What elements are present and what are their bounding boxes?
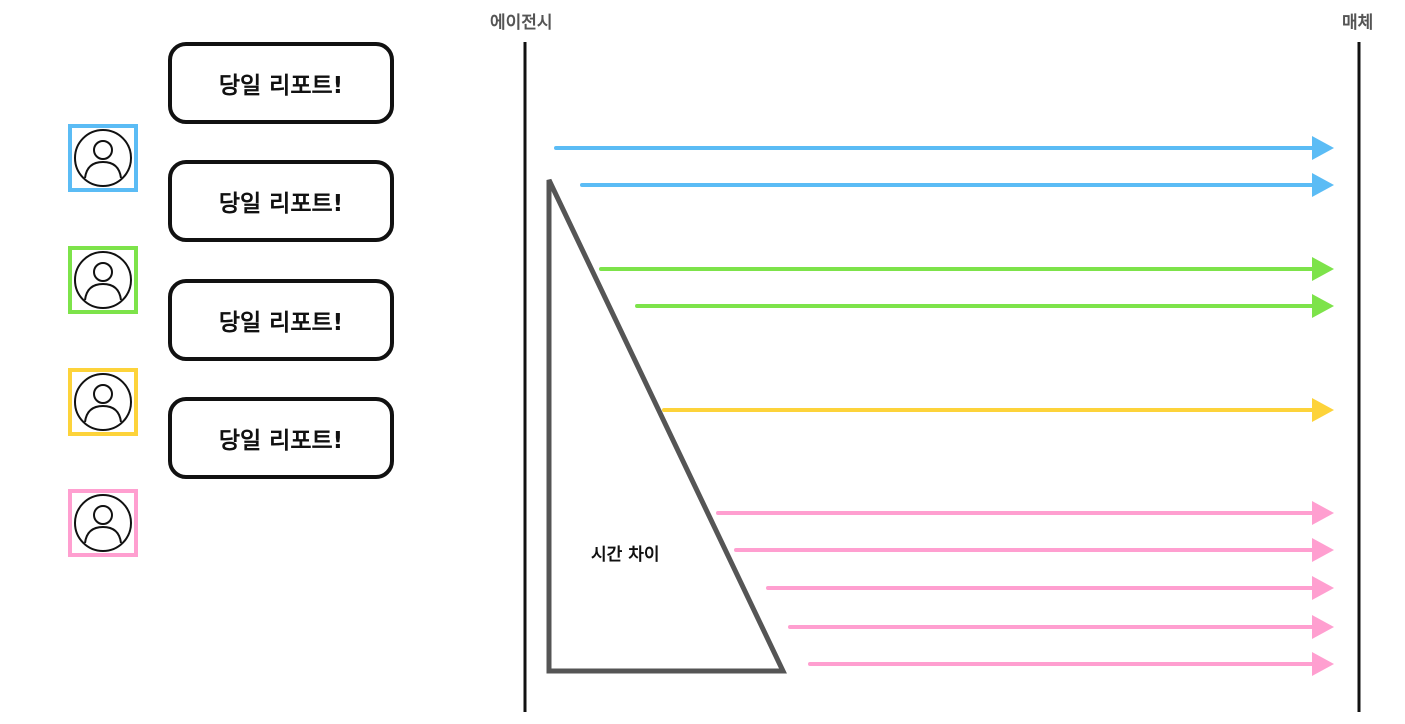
user-icon [74, 494, 132, 552]
arrow-head [1312, 257, 1334, 281]
user-icon [74, 373, 132, 431]
arrow-head [1312, 615, 1334, 639]
time-difference-label: 시간 차이 [591, 545, 660, 565]
report-bubble: 당일 리포트! [168, 279, 394, 361]
report-bubble: 당일 리포트! [168, 160, 394, 242]
arrow-head [1312, 294, 1334, 318]
user-avatar [68, 246, 138, 314]
arrow-head [1312, 398, 1334, 422]
arrow-head [1312, 173, 1334, 197]
arrow-head [1312, 576, 1334, 600]
report-bubble: 당일 리포트! [168, 397, 394, 479]
arrow-head [1312, 501, 1334, 525]
user-icon [74, 129, 132, 187]
agency-label: 에이전시 [490, 13, 553, 33]
user-avatar [68, 124, 138, 192]
user-avatar [68, 368, 138, 436]
time-difference-triangle [546, 178, 787, 674]
arrow-head [1312, 652, 1334, 676]
user-avatar [68, 489, 138, 557]
arrow-head [1312, 538, 1334, 562]
arrow-group [554, 136, 1334, 676]
report-bubble: 당일 리포트! [168, 42, 394, 124]
user-icon [74, 251, 132, 309]
media-label: 매체 [1342, 13, 1374, 33]
arrow-head [1312, 136, 1334, 160]
